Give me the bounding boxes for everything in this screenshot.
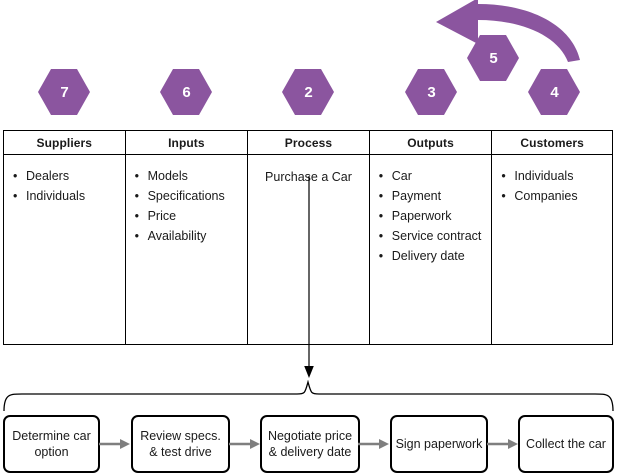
list-item: • Payment — [376, 186, 486, 206]
bullet-glyph: • — [501, 189, 506, 203]
hex-badge-7[interactable]: 7 — [38, 69, 90, 115]
list-item-label: Dealers — [26, 169, 70, 183]
bullet-glyph: • — [134, 229, 139, 243]
flow-arrow-icon — [229, 439, 260, 449]
list-item: • Car — [376, 166, 486, 186]
list-item-label: Individuals — [26, 189, 86, 203]
list-item-label: Specifications — [147, 189, 225, 203]
column-body-inputs: • Models • Specifications • Price • Availabi… — [126, 155, 248, 344]
list-item: • Price — [132, 206, 242, 226]
list-item-label: Payment — [391, 189, 442, 203]
flow-step-3[interactable]: Negotiate price & delivery date — [260, 415, 360, 473]
sipoc-column-customers: Customers • Individuals • Companies — [492, 131, 612, 344]
hex-badge-4[interactable]: 4 — [528, 69, 580, 115]
outputs-list: • Car • Payment • Paperwork • Service contra… — [376, 166, 486, 266]
hex-badge-label: 4 — [550, 83, 559, 101]
bullet-glyph: • — [378, 229, 384, 243]
inputs-list: • Models • Specifications • Price • Availabi… — [132, 166, 242, 246]
bullet-glyph: • — [134, 169, 139, 183]
column-header-inputs: Inputs — [125, 131, 248, 155]
flow-step-2[interactable]: Review specs. & test drive — [131, 415, 230, 473]
list-item: • Service contract — [376, 226, 486, 246]
bullet-glyph: • — [134, 209, 139, 223]
suppliers-list: • Dealers • Individuals — [10, 166, 119, 206]
list-item-label: Availability — [147, 229, 207, 243]
process-flow: Determine car option Review specs. & tes… — [0, 415, 617, 475]
list-item-label: Car — [391, 169, 412, 183]
column-header-process: Process — [248, 131, 369, 155]
list-item-label: Companies — [514, 189, 578, 203]
list-item: • Availability — [132, 226, 242, 246]
column-header-suppliers: Suppliers — [4, 131, 125, 155]
bullet-glyph: • — [378, 209, 384, 223]
list-item: • Paperwork — [376, 206, 486, 226]
flow-step-label: Negotiate price & delivery date — [267, 429, 353, 459]
brace-icon — [3, 380, 614, 412]
column-header-outputs: Outputs — [369, 131, 492, 155]
hex-badge-3[interactable]: 3 — [405, 69, 457, 115]
flow-step-label: Collect the car — [526, 437, 606, 451]
flow-step-4[interactable]: Sign paperwork — [390, 415, 488, 473]
sipoc-table: Suppliers • Dealers • Individuals Inputs •… — [3, 130, 613, 345]
list-item: • Individuals — [498, 166, 606, 186]
list-item: • Delivery date — [376, 246, 486, 266]
sipoc-column-suppliers: Suppliers • Dealers • Individuals — [4, 131, 126, 344]
list-item: • Individuals — [10, 186, 119, 206]
column-body-customers: • Individuals • Companies — [492, 155, 612, 344]
list-item: • Specifications — [132, 186, 242, 206]
flow-step-label: Review specs. & test drive — [140, 429, 221, 459]
list-item: • Models — [132, 166, 242, 186]
column-body-suppliers: • Dealers • Individuals — [4, 155, 125, 344]
hex-badge-label: 7 — [60, 83, 69, 101]
hex-badge-label: 2 — [304, 83, 313, 101]
hex-badge-label: 5 — [489, 49, 498, 67]
list-item: • Companies — [498, 186, 606, 206]
column-header-customers: Customers — [492, 131, 612, 155]
bullet-glyph: • — [378, 249, 384, 263]
bullet-glyph: • — [13, 189, 18, 203]
hex-badge-6[interactable]: 6 — [160, 69, 212, 115]
bullet-glyph: • — [134, 189, 139, 203]
hex-badge-2[interactable]: 2 — [282, 69, 334, 115]
flow-step-label: Sign paperwork — [395, 437, 483, 451]
bullet-glyph: • — [501, 169, 506, 183]
flow-step-1[interactable]: Determine car option — [3, 415, 100, 473]
bullet-glyph: • — [13, 169, 18, 183]
column-body-outputs: • Car • Payment • Paperwork • Service contra… — [370, 155, 492, 344]
flow-arrow-icon — [487, 439, 518, 449]
badge-row: 7 6 2 3 5 4 — [0, 0, 617, 130]
sipoc-column-outputs: Outputs • Car • Payment • Paperwork • Servic… — [369, 131, 493, 344]
flow-step-5[interactable]: Collect the car — [518, 415, 614, 473]
list-item-label: Delivery date — [391, 249, 465, 263]
list-item-label: Service contract — [391, 229, 482, 243]
list-item-label: Models — [147, 169, 188, 183]
flow-arrow-icon — [358, 439, 389, 449]
curved-arrow-icon — [436, 0, 580, 62]
flow-step-label: Determine car option — [12, 429, 91, 459]
list-item-label: Paperwork — [391, 209, 452, 223]
bullet-glyph: • — [378, 169, 384, 183]
customers-list: • Individuals • Companies — [498, 166, 606, 206]
list-item: • Dealers — [10, 166, 119, 186]
sipoc-column-inputs: Inputs • Models • Specifications • Price • A… — [125, 131, 249, 344]
hex-badge-label: 6 — [182, 83, 191, 101]
list-item-label: Price — [147, 209, 177, 223]
down-arrow-icon — [304, 176, 314, 378]
bullet-glyph: • — [378, 189, 384, 203]
list-item-label: Individuals — [514, 169, 574, 183]
hex-badge-label: 3 — [427, 83, 436, 101]
flow-arrow-icon — [99, 439, 130, 449]
